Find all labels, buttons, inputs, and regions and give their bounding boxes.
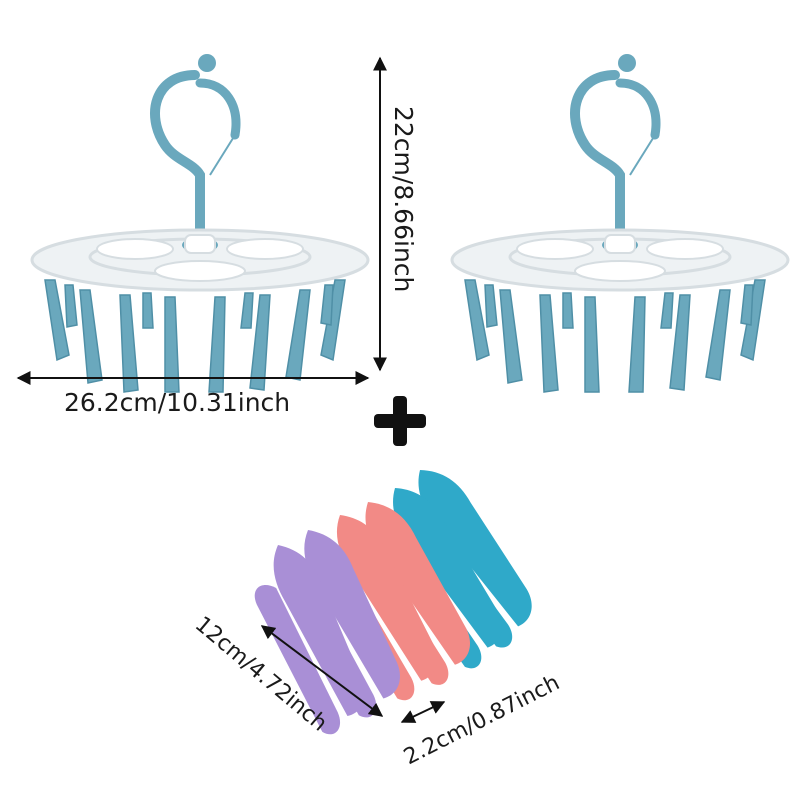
hanger-right	[452, 54, 788, 392]
height-label: 22cm/8.66inch	[389, 106, 418, 293]
width-label: 26.2cm/10.31inch	[64, 388, 291, 417]
clip-length-arrow	[260, 625, 384, 717]
plus-icon	[374, 396, 426, 446]
hanger-left	[32, 54, 368, 392]
clip-width-arrow	[400, 701, 446, 723]
